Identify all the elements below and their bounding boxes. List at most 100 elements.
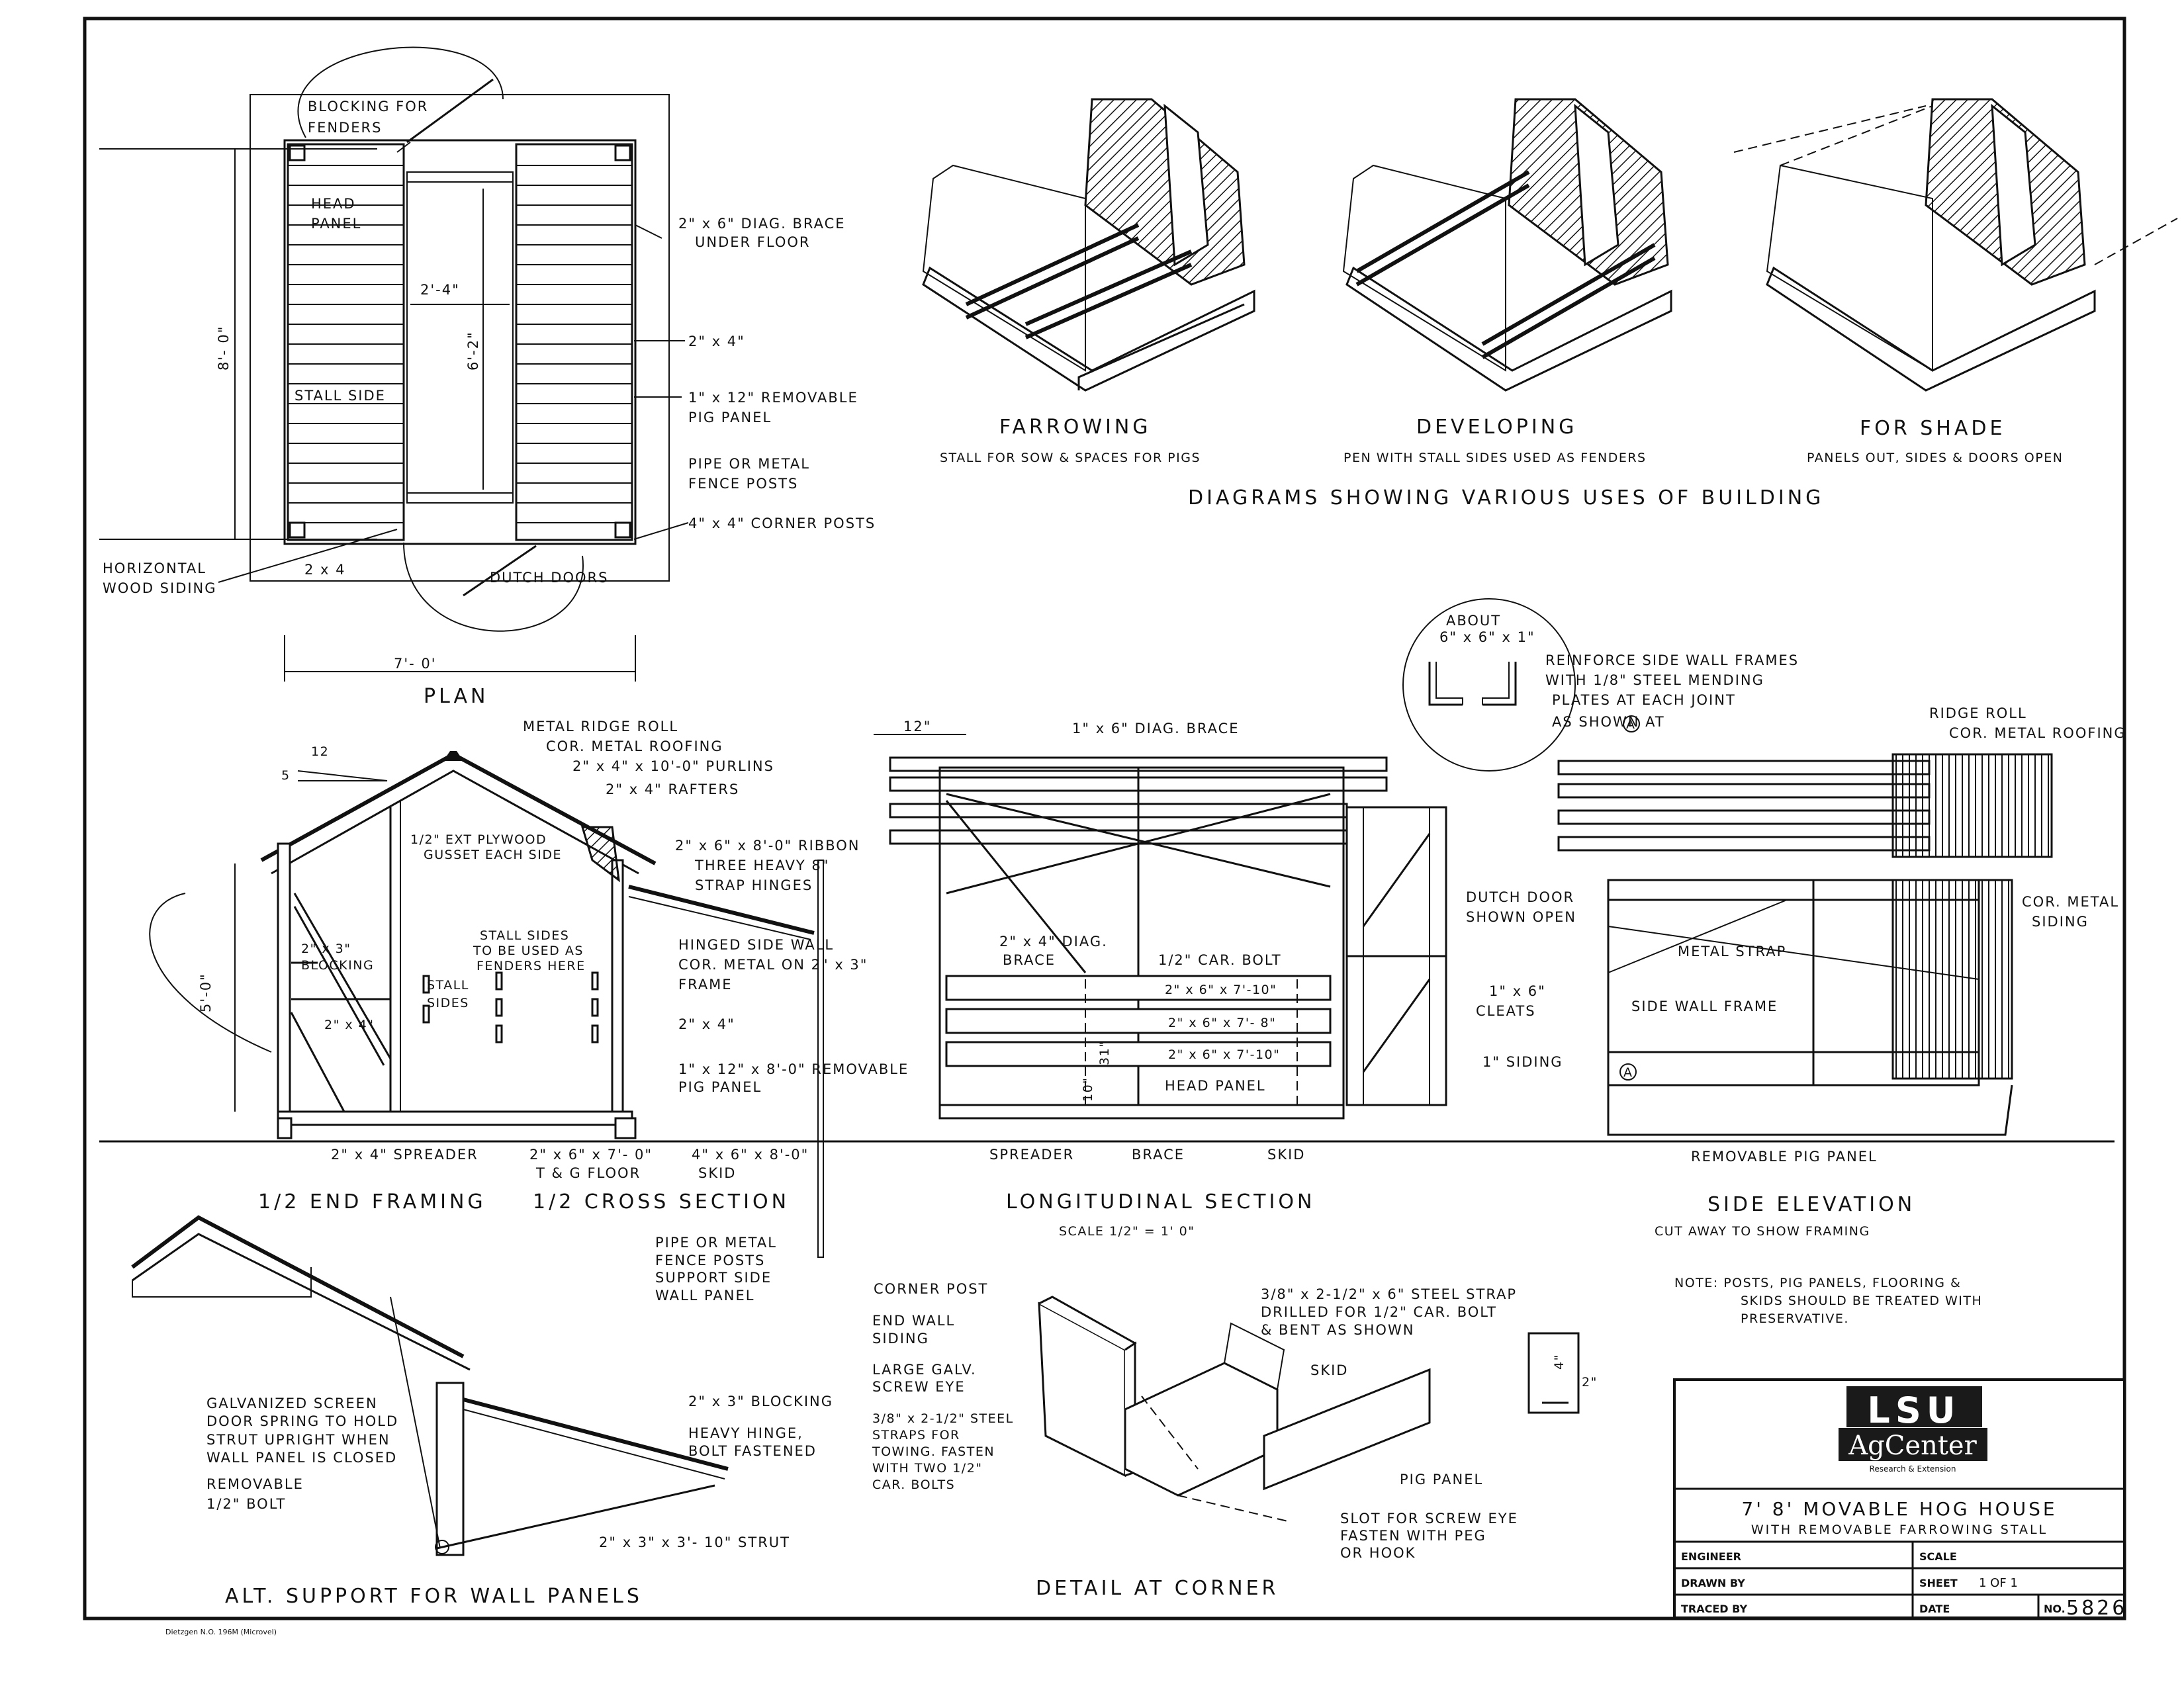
label-farrowing-sub: STALL FOR SOW & SPACES FOR PIGS xyxy=(940,451,1201,465)
plan-view xyxy=(99,46,689,682)
label-end-wall-1: END WALL xyxy=(872,1313,955,1329)
label-horizontal: HORIZONTAL xyxy=(103,560,206,576)
label-corner-post: CORNER POST xyxy=(874,1281,988,1297)
label-dutch-door-1: DUTCH DOOR xyxy=(1466,889,1574,905)
lsu-logo-box xyxy=(1846,1386,1982,1427)
label-skid: SKID xyxy=(1267,1147,1305,1163)
label-board-2: 2" x 6" x 7'- 8" xyxy=(1168,1016,1276,1030)
label-half-bolt: 1/2" BOLT xyxy=(206,1496,286,1512)
label-reinforce-3: PLATES AT EACH JOINT xyxy=(1552,692,1736,708)
label-steel-strap-2: DRILLED FOR 1/2" CAR. BOLT xyxy=(1261,1304,1497,1320)
label-brace: BRACE xyxy=(1132,1147,1185,1163)
label-slot-1: SLOT FOR SCREW EYE xyxy=(1340,1511,1518,1527)
label-slot-2: FASTEN WITH PEG xyxy=(1340,1528,1486,1544)
drawing-title: 7' 8' MOVABLE HOG HOUSE xyxy=(1741,1498,2057,1520)
dim-2-4: 2'-4" xyxy=(420,282,460,298)
label-hinges-2: STRAP HINGES xyxy=(695,877,813,893)
side-elevation-labels: RIDGE ROLL COR. METAL ROOFING COR. METAL… xyxy=(1623,705,2126,1326)
label-under-floor: UNDER FLOOR xyxy=(695,234,810,250)
label-floor-1: 2" x 6" x 7'- 0" xyxy=(529,1147,653,1163)
label-stall-sides-1: STALL SIDES xyxy=(480,928,569,943)
label-removable-pig-panel: REMOVABLE PIG PANEL xyxy=(1691,1149,1878,1165)
label-screw-eye-2: SCREW EYE xyxy=(872,1379,966,1395)
label-cor-siding-1: COR. METAL xyxy=(2022,894,2119,910)
label-dutch-door-2: SHOWN OPEN xyxy=(1466,909,1576,925)
label-stall-sides-2: TO BE USED AS xyxy=(473,944,584,958)
label-steel-strap-3: & BENT AS SHOWN xyxy=(1261,1322,1414,1338)
note-2: SKIDS SHOULD BE TREATED WITH xyxy=(1741,1294,1982,1308)
label-gusset-2: GUSSET EACH SIDE xyxy=(424,848,562,862)
label-rafters: 2" x 4" RAFTERS xyxy=(606,781,739,797)
label-panel: PANEL xyxy=(311,216,361,232)
corner-detail-view xyxy=(1038,1296,1580,1523)
title-cross-section: 1/2 CROSS SECTION xyxy=(533,1190,790,1214)
label-skid: SKID xyxy=(1310,1362,1348,1378)
value-number: 5826 xyxy=(2066,1597,2127,1620)
label-stall: STALL xyxy=(427,978,469,993)
longitudinal-section-view xyxy=(874,734,1447,1120)
label-tow-2: STRAPS FOR xyxy=(872,1428,960,1442)
use-diagram-shade xyxy=(1733,98,2178,392)
label-hinged-wall-3: FRAME xyxy=(678,977,733,993)
label-side-wall-frame: SIDE WALL FRAME xyxy=(1631,998,1778,1014)
label-stall-side: STALL SIDE xyxy=(295,388,386,404)
marker-a: A xyxy=(1626,717,1636,732)
label-stall-sides-3: FENDERS HERE xyxy=(477,959,586,973)
use-diagram-labels: FARROWING STALL FOR SOW & SPACES FOR PIG… xyxy=(940,416,2062,509)
pitch-run: 12 xyxy=(311,744,329,759)
label-removable-1: 1" x 12" x 8'-0" REMOVABLE xyxy=(678,1061,909,1077)
label-screw-eye-1: LARGE GALV. xyxy=(872,1362,977,1378)
dim-10: 10" xyxy=(1081,1077,1095,1102)
label-galv-1: GALVANIZED SCREEN xyxy=(206,1395,378,1411)
label-cor-roofing: COR. METAL ROOFING xyxy=(1949,725,2126,741)
label-skid-2: SKID xyxy=(698,1165,736,1181)
mending-plate-detail xyxy=(1402,598,1640,772)
plan-labels: BLOCKING FOR FENDERS HEAD PANEL 2" x 6" … xyxy=(103,99,874,708)
dim-2: 2" xyxy=(1582,1375,1598,1390)
label-dutch-doors: DUTCH DOORS xyxy=(490,570,608,586)
field-date: DATE xyxy=(1919,1603,1950,1615)
label-about: ABOUT xyxy=(1446,613,1501,629)
label-2x4-a: 2" x 4" xyxy=(324,1018,374,1032)
label-reinforce-4: AS SHOWN AT xyxy=(1552,714,1665,730)
dim-4: 4" xyxy=(1552,1354,1567,1370)
label-ribbon: 2" x 6" x 8'-0" RIBBON xyxy=(675,838,860,854)
title-longitudinal: LONGITUDINAL SECTION xyxy=(1006,1190,1315,1214)
label-hinges-1: THREE HEAVY 8" xyxy=(694,858,829,873)
side-elevation-view xyxy=(1557,753,2053,1136)
label-blocking-2: BLOCKING xyxy=(301,958,374,973)
corner-detail-labels: CORNER POST END WALL SIDING LARGE GALV. … xyxy=(872,1281,1598,1600)
label-developing-sub: PEN WITH STALL SIDES USED AS FENDERS xyxy=(1343,451,1647,465)
cross-section-view xyxy=(149,751,824,1258)
title-diagrams: DIAGRAMS SHOWING VARIOUS USES OF BUILDIN… xyxy=(1188,486,1824,509)
label-tow-3: TOWING. FASTEN xyxy=(872,1444,995,1459)
label-pig-panel-1: 1" x 12" REMOVABLE xyxy=(688,390,858,406)
label-about-dims: 6" x 6" x 1" xyxy=(1439,629,1535,645)
label-cleats-2: CLEATS xyxy=(1476,1003,1536,1019)
drawing-subtitle: WITH REMOVABLE FARROWING STALL xyxy=(1751,1523,2048,1537)
field-scale: SCALE xyxy=(1919,1550,1957,1563)
label-cut-away: CUT AWAY TO SHOW FRAMING xyxy=(1655,1224,1870,1239)
label-reinforce-2: WITH 1/8" STEEL MENDING xyxy=(1545,672,1764,688)
logo-research: Research & Extension xyxy=(1870,1464,1956,1474)
label-2x4-brace: BRACE xyxy=(1003,952,1056,968)
alt-support-view xyxy=(131,1215,729,1556)
label-developing: DEVELOPING xyxy=(1416,416,1577,439)
label-fenders: FENDERS xyxy=(308,120,382,136)
label-purlins: 2" x 4" x 10'-0" PURLINS xyxy=(572,758,774,774)
label-strut: 2" x 3" x 3'- 10" STRUT xyxy=(599,1534,790,1550)
label-blocking-1: 2" x 3" xyxy=(301,942,351,956)
label-diag-brace: 2" x 6" DIAG. BRACE xyxy=(678,216,846,232)
label-removable-2: PIG PANEL xyxy=(678,1079,762,1095)
label-floor-2: T & G FLOOR xyxy=(535,1165,641,1181)
use-diagram-developing xyxy=(1342,98,1672,392)
footer-dietzgen: Dietzgen N.O. 196M (Microvel) xyxy=(165,1628,277,1636)
label-siding: 1" SIDING xyxy=(1482,1054,1563,1070)
label-pipe-2: FENCE POSTS xyxy=(688,476,798,492)
label-car-bolt: 1/2" CAR. BOLT xyxy=(1158,952,1282,968)
label-gusset-1: 1/2" EXT PLYWOOD xyxy=(410,832,547,847)
label-blocking: BLOCKING FOR xyxy=(308,99,428,114)
mending-labels: ABOUT 6" x 6" x 1" REINFORCE SIDE WALL F… xyxy=(1439,613,1797,732)
label-pig-panel-2: PIG PANEL xyxy=(688,410,772,425)
